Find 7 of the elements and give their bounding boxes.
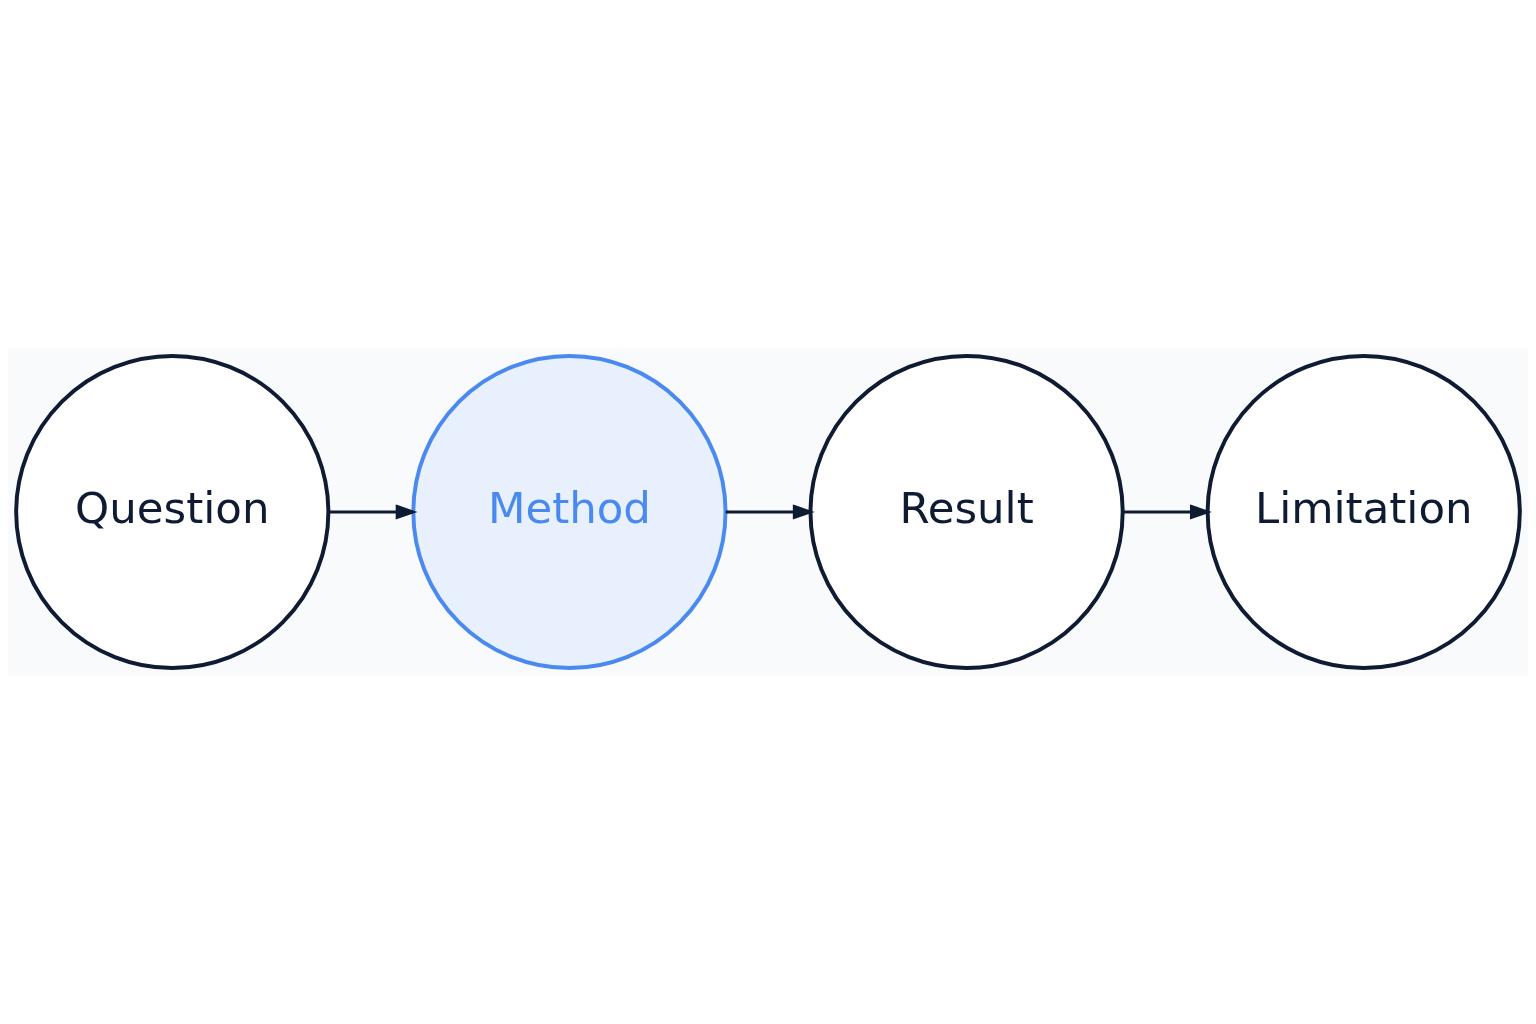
node-circle: Question bbox=[14, 353, 331, 671]
arrow bbox=[328, 504, 418, 520]
node-circle: Result bbox=[808, 353, 1125, 671]
arrow bbox=[1122, 504, 1212, 520]
arrow bbox=[725, 504, 815, 520]
node-circle: Method bbox=[411, 353, 728, 671]
node-circle: Limitation bbox=[1205, 353, 1522, 671]
